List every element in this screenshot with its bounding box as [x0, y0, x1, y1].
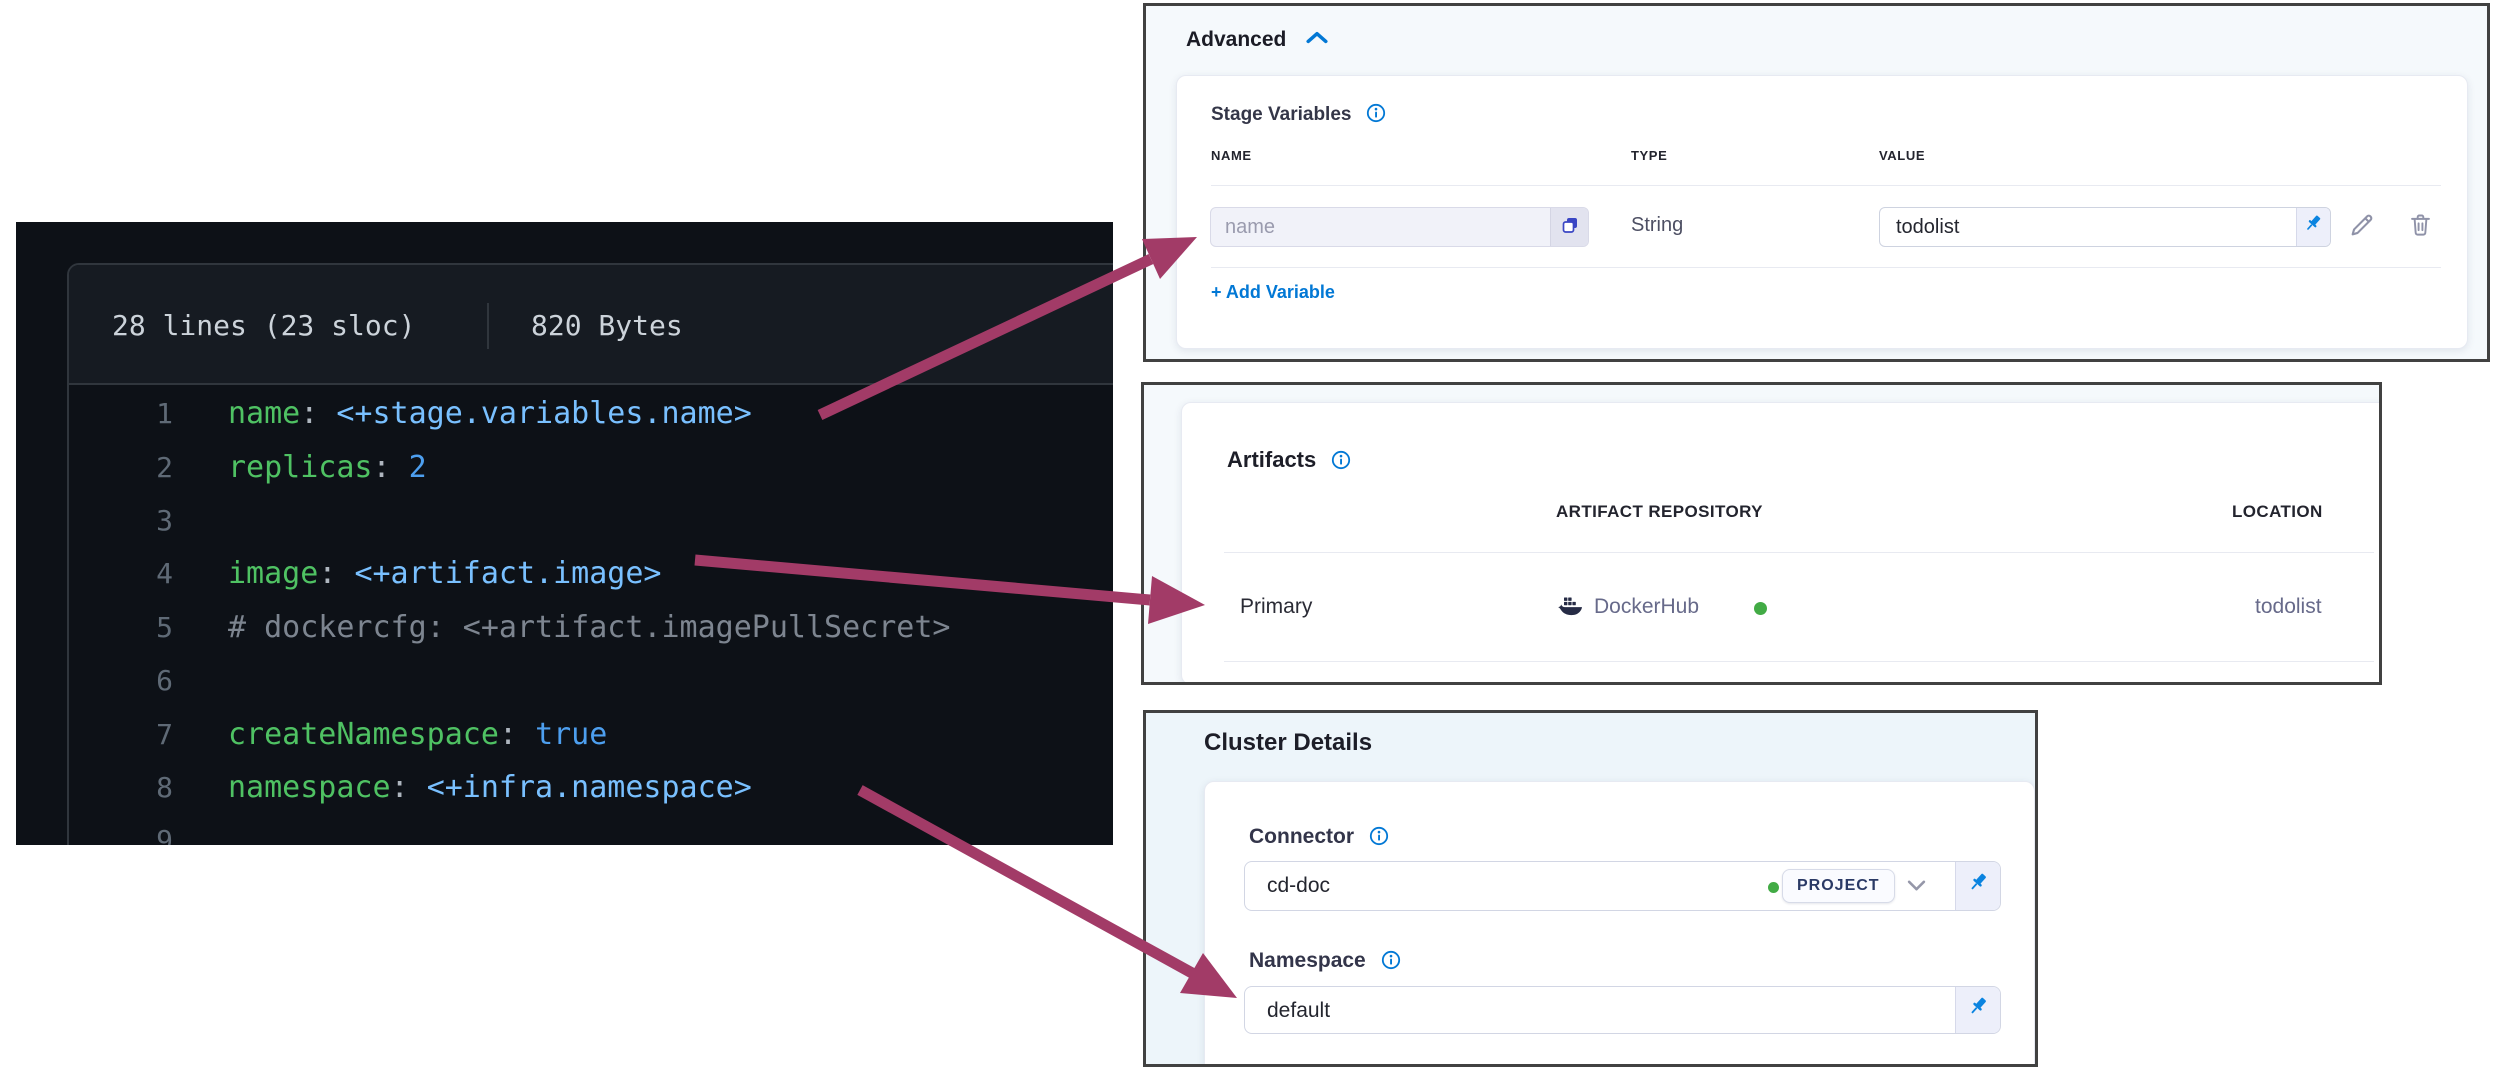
stage-variables-card: Stage Variables NAME TYPE VALUE String: [1176, 75, 2468, 349]
artifact-name: Primary: [1240, 595, 1313, 618]
code-line: 2 replicas: 2: [16, 440, 1113, 493]
row-divider: [1224, 552, 2374, 553]
stage-variables-label: Stage Variables: [1211, 103, 1386, 129]
artifact-row: Primary DockerHub todolist: [1182, 584, 2379, 632]
row-divider: [1224, 661, 2374, 662]
artifacts-panel: Artifacts ARTIFACT REPOSITORY LOCATION P…: [1141, 382, 2382, 685]
code-line: 5 # dockercfg: <+artifact.imagePullSecre…: [16, 601, 1113, 654]
docker-whale-icon: [1557, 596, 1583, 623]
connector-field[interactable]: cd-doc PROJECT: [1244, 861, 2001, 911]
chevron-up-icon: [1292, 28, 1328, 51]
cluster-details-title: Cluster Details: [1204, 729, 1373, 756]
code-line: 3: [16, 494, 1113, 547]
delete-variable-button[interactable]: [2405, 212, 2435, 242]
edit-variable-button[interactable]: [2347, 212, 2377, 242]
scope-badge[interactable]: PROJECT: [1782, 869, 1895, 903]
code-file-header: 28 lines (23 sloc) 820 Bytes: [69, 265, 1113, 385]
code-text: name: <+stage.variables.name>: [228, 396, 752, 432]
advanced-section-toggle[interactable]: Advanced: [1186, 28, 1328, 52]
advanced-panel: Advanced Stage Variables NAME TYPE VALUE…: [1143, 3, 2490, 362]
column-header-location: LOCATION: [2232, 502, 2323, 521]
input-type-selector-button[interactable]: [2296, 208, 2330, 246]
code-line: 9: [16, 814, 1113, 845]
code-line: 1 name: <+stage.variables.name>: [16, 387, 1113, 440]
chevron-down-icon[interactable]: [1907, 879, 1926, 897]
line-number: 5: [156, 610, 173, 644]
code-line: 4 image: <+artifact.image>: [16, 547, 1113, 600]
connector-status-dot: [1768, 882, 1779, 893]
info-icon[interactable]: [1369, 826, 1389, 852]
connector-value: cd-doc: [1267, 874, 1331, 897]
meta-separator: [487, 303, 489, 349]
namespace-field: default: [1244, 986, 2001, 1034]
variable-value-field: [1879, 207, 2331, 247]
column-header-value: VALUE: [1879, 148, 1926, 163]
connector-label-text: Connector: [1249, 825, 1354, 848]
artifact-location-value: todolist: [2255, 595, 2322, 618]
pin-icon: [1967, 872, 1990, 900]
namespace-value: default: [1267, 999, 1331, 1022]
pin-icon: [1967, 996, 1990, 1024]
line-number: 9: [156, 824, 173, 845]
add-variable-button[interactable]: + Add Variable: [1211, 282, 1335, 302]
variable-name-input[interactable]: [1211, 208, 1541, 246]
row-divider: [1211, 267, 2441, 268]
stage-variables-text: Stage Variables: [1211, 104, 1352, 125]
column-header-artifact-repository: ARTIFACT REPOSITORY: [1556, 502, 1763, 521]
line-number: 3: [156, 503, 173, 537]
column-header-type: TYPE: [1631, 148, 1668, 163]
line-number: 7: [156, 717, 173, 751]
file-size-meta: 820 Bytes: [531, 309, 683, 342]
code-line: 7 createNamespace: true: [16, 707, 1113, 760]
connector-label: Connector: [1249, 825, 1389, 852]
line-number: 1: [156, 397, 173, 431]
artifacts-card: Artifacts ARTIFACT REPOSITORY LOCATION P…: [1181, 402, 2379, 682]
variable-name-field: [1210, 207, 1589, 247]
pin-icon: [2303, 214, 2324, 240]
namespace-label-text: Namespace: [1249, 949, 1366, 972]
copy-button[interactable]: [1550, 208, 1588, 246]
line-number: 6: [156, 664, 173, 698]
info-icon[interactable]: [1381, 950, 1401, 976]
trash-icon: [2407, 211, 2434, 243]
code-text: replicas: 2: [228, 449, 427, 485]
line-number: 8: [156, 770, 173, 804]
code-lines: 1 name: <+stage.variables.name> 2 replic…: [16, 387, 1113, 845]
artifacts-label: Artifacts: [1227, 447, 1351, 476]
variable-value-input[interactable]: [1880, 208, 2290, 246]
file-lines-meta: 28 lines (23 sloc): [112, 309, 416, 342]
variable-type-value: String: [1631, 214, 1684, 236]
artifacts-title-text: Artifacts: [1227, 447, 1317, 472]
cluster-details-panel: Cluster Details Connector cd-doc PROJECT…: [1143, 710, 2038, 1067]
pencil-icon: [2348, 211, 2376, 244]
cluster-details-card: Connector cd-doc PROJECT Namespace defau…: [1204, 781, 2035, 1064]
info-icon[interactable]: [1366, 103, 1386, 129]
line-number: 4: [156, 557, 173, 591]
code-text: image: <+artifact.image>: [228, 556, 662, 592]
connector-status-dot: [1754, 602, 1767, 615]
code-viewer-panel: 28 lines (23 sloc) 820 Bytes 1 name: <+s…: [16, 222, 1113, 845]
copy-icon: [1560, 215, 1580, 240]
code-line: 8 namespace: <+infra.namespace>: [16, 761, 1113, 814]
code-text: # dockercfg: <+artifact.imagePullSecret>: [228, 609, 951, 645]
code-line: 6: [16, 654, 1113, 707]
input-type-selector-button[interactable]: [1955, 987, 2000, 1033]
line-number: 2: [156, 450, 173, 484]
input-type-selector-button[interactable]: [1955, 862, 2000, 910]
column-header-name: NAME: [1211, 148, 1252, 163]
namespace-label: Namespace: [1249, 949, 1401, 976]
info-icon[interactable]: [1331, 450, 1351, 476]
row-divider: [1211, 185, 2441, 186]
code-text: namespace: <+infra.namespace>: [228, 769, 752, 805]
code-text: createNamespace: true: [228, 716, 608, 752]
advanced-title: Advanced: [1186, 28, 1287, 51]
artifact-repository-value: DockerHub: [1594, 595, 1700, 618]
